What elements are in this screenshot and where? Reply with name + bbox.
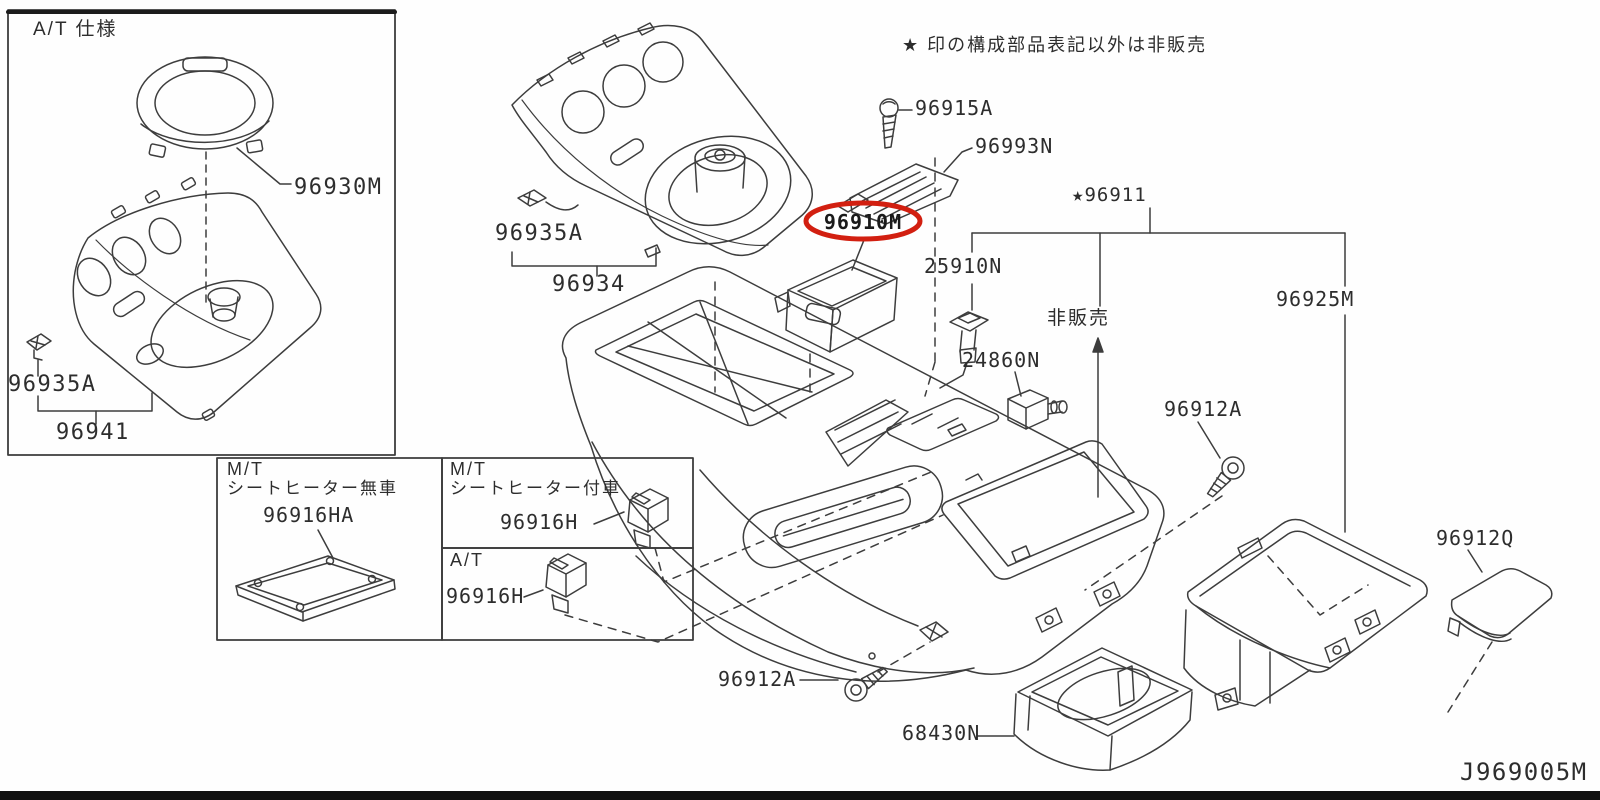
pocket-96910M xyxy=(774,239,898,353)
inset-mt-no-heater-system: M/T xyxy=(227,459,264,479)
part-label-96912Q[interactable]: 96912Q xyxy=(1436,526,1515,550)
inset-mt-heater-condition: シートヒーター付車 xyxy=(450,479,621,498)
part-label-96935A[interactable]: 96935A xyxy=(495,221,584,246)
part-label-96911[interactable]: ★96911 xyxy=(1072,184,1147,206)
inset-mt-heater-system: M/T xyxy=(450,459,487,479)
part-label-96916HA[interactable]: 96916HA xyxy=(263,503,355,527)
screw-96915A xyxy=(879,98,913,149)
screw-96912A-right xyxy=(1197,421,1245,498)
dashed-leaders xyxy=(564,157,1493,713)
diagram-id: J969005M xyxy=(1460,758,1588,786)
inset-mt-no-heater-condition: シートヒーター無車 xyxy=(227,479,398,498)
bottom-border-bar xyxy=(0,791,1600,800)
part-label-96915A[interactable]: 96915A xyxy=(915,96,994,120)
console-body xyxy=(561,266,1165,682)
inset-at-spec-title: A/T 仕様 xyxy=(33,19,118,40)
part-label-25910N[interactable]: 25910N xyxy=(924,254,1003,278)
bracket-96993N xyxy=(837,147,973,225)
part-label-96993N[interactable]: 96993N xyxy=(975,134,1054,158)
not-sold-note: 非販売 xyxy=(1047,308,1111,329)
part-label-96912A-right[interactable]: 96912A xyxy=(1164,397,1243,421)
part-label-96912A-bottom[interactable]: 96912A xyxy=(718,667,797,691)
clip-25910N xyxy=(939,311,989,389)
inset-at-system: A/T xyxy=(450,550,485,570)
inset-switch-boxes xyxy=(216,457,694,641)
part-label-96934[interactable]: 96934 xyxy=(552,272,626,297)
highlight-oval xyxy=(803,200,923,242)
part-label-96925M[interactable]: 96925M xyxy=(1276,287,1355,311)
part-label-96941[interactable]: 96941 xyxy=(56,420,130,445)
console-box-assembly xyxy=(1183,518,1428,711)
inset-at-spec-box xyxy=(6,9,397,456)
console-finisher-96934 xyxy=(511,22,813,277)
part-label-68430N[interactable]: 68430N xyxy=(902,721,981,745)
highlighted-part-label-96910M[interactable]: 96910M xyxy=(823,210,903,234)
bracket-96911-tree xyxy=(971,207,1346,533)
legend-note: ★ 印の構成部品表記以外は非販売 xyxy=(902,35,1208,55)
lid-96912Q xyxy=(1447,549,1553,643)
bin-68430N xyxy=(977,647,1193,771)
part-label-96916H-at[interactable]: 96916H xyxy=(446,584,525,608)
part-label-24860N[interactable]: 24860N xyxy=(962,348,1041,372)
part-label-96935A-inset[interactable]: 96935A xyxy=(8,372,97,397)
screw-96912A-bottom xyxy=(799,666,888,702)
switch-24860N xyxy=(1007,371,1068,430)
part-label-96930M[interactable]: 96930M xyxy=(294,175,383,200)
part-label-96916H-mt[interactable]: 96916H xyxy=(500,510,579,534)
